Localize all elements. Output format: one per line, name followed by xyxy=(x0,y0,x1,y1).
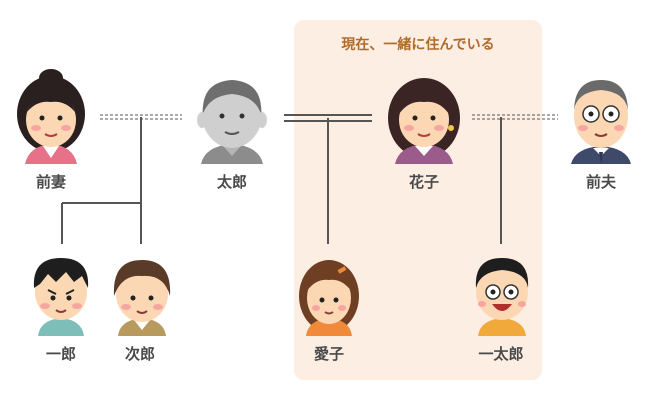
ex-husband-portrait xyxy=(571,80,631,164)
jiro-portrait xyxy=(113,260,171,336)
ichitaro-portrait xyxy=(475,258,529,336)
label-aiko: 愛子 xyxy=(313,345,344,363)
label-ichiro: 一郎 xyxy=(45,345,76,363)
hanako-portrait xyxy=(388,78,460,164)
child-line-ichiro-jiro xyxy=(61,117,142,244)
label-ex-husband: 前夫 xyxy=(585,173,616,191)
label-ex-wife: 前妻 xyxy=(35,173,66,191)
current-household-caption: 現在、一緒に住んでいる xyxy=(341,37,495,53)
taro-portrait-gray xyxy=(197,80,267,164)
label-ichitaro: 一太郎 xyxy=(478,345,524,363)
divorce-line-hanako-exhusband xyxy=(472,114,558,120)
label-taro: 太郎 xyxy=(216,173,247,191)
label-hanako: 花子 xyxy=(408,173,439,191)
aiko-portrait xyxy=(299,260,359,336)
ichiro-portrait xyxy=(33,258,89,336)
ex-wife-portrait xyxy=(17,69,85,164)
label-jiro: 次郎 xyxy=(124,345,155,363)
